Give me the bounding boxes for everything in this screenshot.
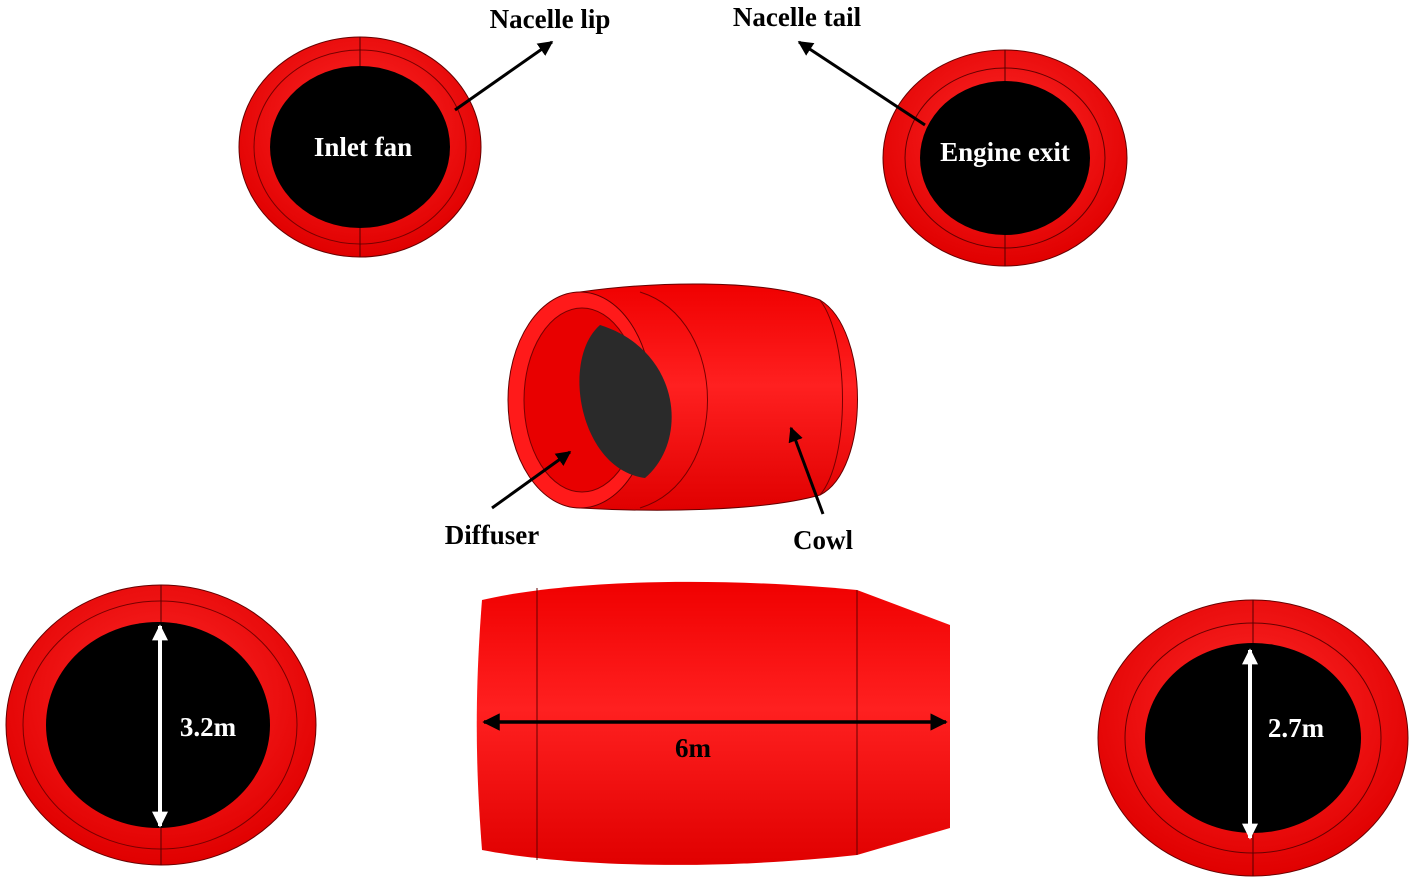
cowl-label: Cowl — [793, 525, 853, 555]
inlet-front-view — [238, 36, 482, 258]
diffuser-arrow — [491, 450, 572, 510]
cowl-arrow — [788, 426, 825, 515]
exit-diameter-label: 2.7m — [1268, 713, 1325, 743]
inlet-diameter-label: 3.2m — [180, 712, 237, 742]
nacelle-lip-arrow — [454, 40, 554, 112]
inlet-fan-label: Inlet fan — [314, 132, 412, 162]
nacelle-tail-label: Nacelle tail — [733, 2, 862, 32]
nacelle-tail-arrow — [797, 40, 926, 127]
length-label: 6m — [675, 733, 712, 763]
engine-exit-label: Engine exit — [940, 137, 1070, 167]
nacelle-side-view — [476, 581, 950, 865]
exit-rear-view — [882, 49, 1128, 267]
nacelle-3d-view — [507, 283, 858, 511]
diffuser-label: Diffuser — [445, 520, 539, 550]
nacelle-lip-label: Nacelle lip — [490, 4, 611, 34]
inlet-dimension-view — [5, 584, 317, 866]
exit-dimension-view — [1097, 599, 1409, 877]
